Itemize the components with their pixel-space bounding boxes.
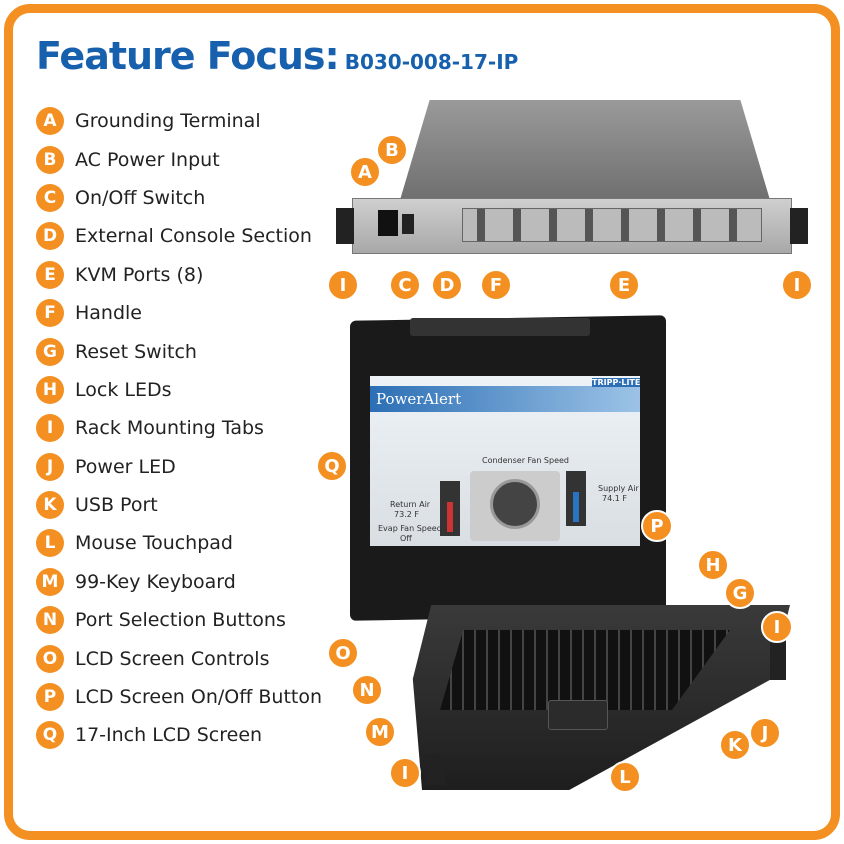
letter-badge: C xyxy=(36,183,64,212)
letter-badge: J xyxy=(36,452,64,481)
letter-badge: A xyxy=(36,107,64,136)
feature-item: B AC Power Input xyxy=(36,140,322,178)
callout-d: D xyxy=(431,269,463,301)
letter-badge: P xyxy=(36,683,64,712)
feature-label: Lock LEDs xyxy=(75,378,172,401)
feature-label: Grounding Terminal xyxy=(75,110,261,133)
callout-q: Q xyxy=(316,450,348,482)
screen-brand: TRIPP·LITE xyxy=(592,378,640,387)
rack-tab-right xyxy=(790,208,808,244)
feature-label: Port Selection Buttons xyxy=(75,609,286,632)
letter-badge: H xyxy=(36,375,64,404)
rear-unit-top xyxy=(400,100,770,200)
power-input xyxy=(378,210,398,236)
callout-j: J xyxy=(749,717,781,749)
letter-badge: B xyxy=(36,145,64,174)
callout-i: I xyxy=(389,757,421,789)
feature-item: P LCD Screen On/Off Button xyxy=(36,678,322,716)
letter-badge: K xyxy=(36,491,64,520)
callout-f: F xyxy=(480,269,512,301)
feature-item: Q 17-Inch LCD Screen xyxy=(36,716,322,754)
callout-a: A xyxy=(349,156,381,188)
callout-b: B xyxy=(376,134,408,166)
rack-tab-front-right xyxy=(770,640,786,680)
lcd-screen: PowerAlert TRIPP·LITE Condenser Fan Spee… xyxy=(370,376,640,546)
callout-h: H xyxy=(697,549,729,581)
feature-label: Reset Switch xyxy=(75,340,197,363)
handle xyxy=(410,318,590,336)
callout-k: K xyxy=(719,729,751,761)
callout-e: E xyxy=(608,269,640,301)
return-air-value: 73.2 F xyxy=(394,510,419,519)
power-switch xyxy=(402,214,414,234)
feature-item: A Grounding Terminal xyxy=(36,102,322,140)
feature-label: LCD Screen On/Off Button xyxy=(75,686,323,709)
feature-item: E KVM Ports (8) xyxy=(36,256,322,294)
callout-c: C xyxy=(389,269,421,301)
feature-item: L Mouse Touchpad xyxy=(36,524,322,562)
feature-item: C On/Off Switch xyxy=(36,179,322,217)
rack-tab-left xyxy=(336,208,354,244)
letter-badge: M xyxy=(36,567,64,596)
feature-item: I Rack Mounting Tabs xyxy=(36,409,322,447)
evap-fan-value: Off xyxy=(400,534,412,543)
screen-app-name: PowerAlert xyxy=(376,390,462,408)
kvm-ports-panel xyxy=(462,208,762,242)
letter-badge: L xyxy=(36,529,64,558)
letter-badge: Q xyxy=(36,721,64,750)
feature-label: External Console Section xyxy=(75,225,312,248)
letter-badge: G xyxy=(36,337,64,366)
supply-air-value: 74.1 F xyxy=(602,494,627,503)
feature-item: D External Console Section xyxy=(36,217,322,255)
feature-label: Power LED xyxy=(75,455,176,478)
letter-badge: N xyxy=(36,606,64,635)
callout-g: G xyxy=(724,577,756,609)
callout-i: I xyxy=(781,269,813,301)
letter-badge: I xyxy=(36,414,64,443)
feature-item: O LCD Screen Controls xyxy=(36,639,322,677)
letter-badge: D xyxy=(36,222,64,251)
callout-n: N xyxy=(351,674,383,706)
callout-l: L xyxy=(609,761,641,793)
callout-i: I xyxy=(761,611,793,643)
letter-badge: E xyxy=(36,260,64,289)
callout-i: I xyxy=(327,269,359,301)
model-number: B030-008-17-IP xyxy=(344,50,519,74)
touchpad xyxy=(548,700,608,730)
feature-label: 17-Inch LCD Screen xyxy=(75,724,263,747)
feature-label: On/Off Switch xyxy=(75,186,206,209)
feature-item: H Lock LEDs xyxy=(36,371,322,409)
feature-item: K USB Port xyxy=(36,486,322,524)
feature-item: F Handle xyxy=(36,294,322,332)
feature-item: M 99-Key Keyboard xyxy=(36,563,322,601)
gauge-title: Condenser Fan Speed xyxy=(482,456,570,465)
feature-label: 99-Key Keyboard xyxy=(75,570,236,593)
feature-label: Mouse Touchpad xyxy=(75,532,233,555)
feature-item: N Port Selection Buttons xyxy=(36,601,322,639)
evap-fan-label: Evap Fan Speed xyxy=(378,524,442,533)
feature-label: KVM Ports (8) xyxy=(75,263,204,286)
page-title: Feature Focus:B030-008-17-IP xyxy=(36,34,518,78)
feature-item: J Power LED xyxy=(36,448,322,486)
title-main: Feature Focus: xyxy=(36,34,340,78)
callout-p: P xyxy=(641,510,673,542)
feature-label: AC Power Input xyxy=(75,148,220,171)
return-air-label: Return Air xyxy=(390,500,431,509)
rack-tab-front-left xyxy=(425,755,445,785)
letter-badge: F xyxy=(36,299,64,328)
feature-label: USB Port xyxy=(75,494,158,517)
feature-label: LCD Screen Controls xyxy=(75,647,270,670)
feature-label: Handle xyxy=(75,302,143,325)
letter-badge: O xyxy=(36,644,64,673)
feature-label: Rack Mounting Tabs xyxy=(75,417,264,440)
callout-o: O xyxy=(327,637,359,669)
supply-air-label: Supply Air xyxy=(598,484,639,493)
callout-m: M xyxy=(364,716,396,748)
feature-item: G Reset Switch xyxy=(36,332,322,370)
